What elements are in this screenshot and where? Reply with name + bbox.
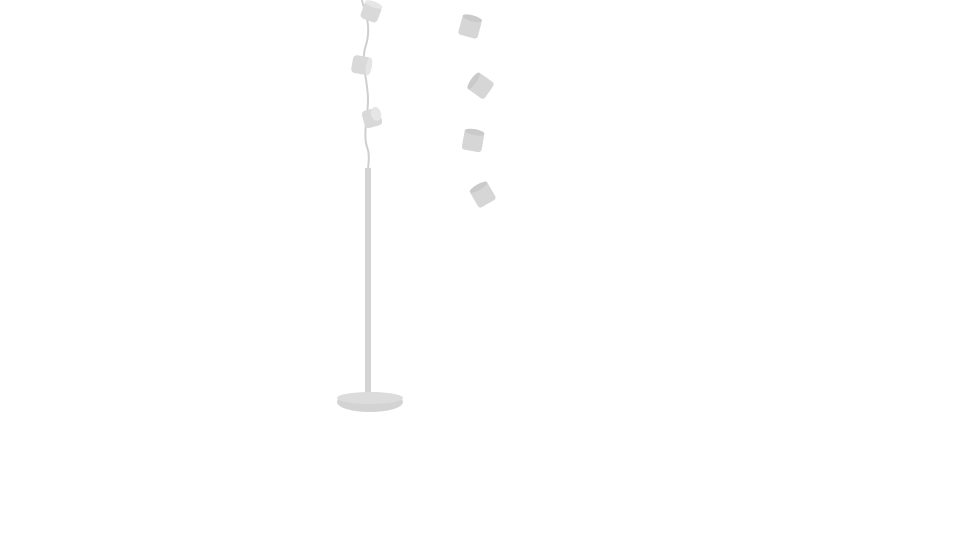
lamp-shade (469, 181, 496, 208)
lamp-shade (467, 72, 494, 99)
floor-lamp (337, 0, 403, 412)
lamp-base-top (337, 392, 403, 404)
lamp-shade (361, 106, 383, 129)
detached-shades (458, 14, 496, 208)
lamp-shade (351, 55, 373, 76)
lamp-shade (458, 14, 483, 39)
lamp-shade (360, 0, 383, 23)
lamp-cable (361, 0, 370, 171)
lamp-pole (365, 168, 371, 394)
lamp-shade (461, 128, 485, 153)
